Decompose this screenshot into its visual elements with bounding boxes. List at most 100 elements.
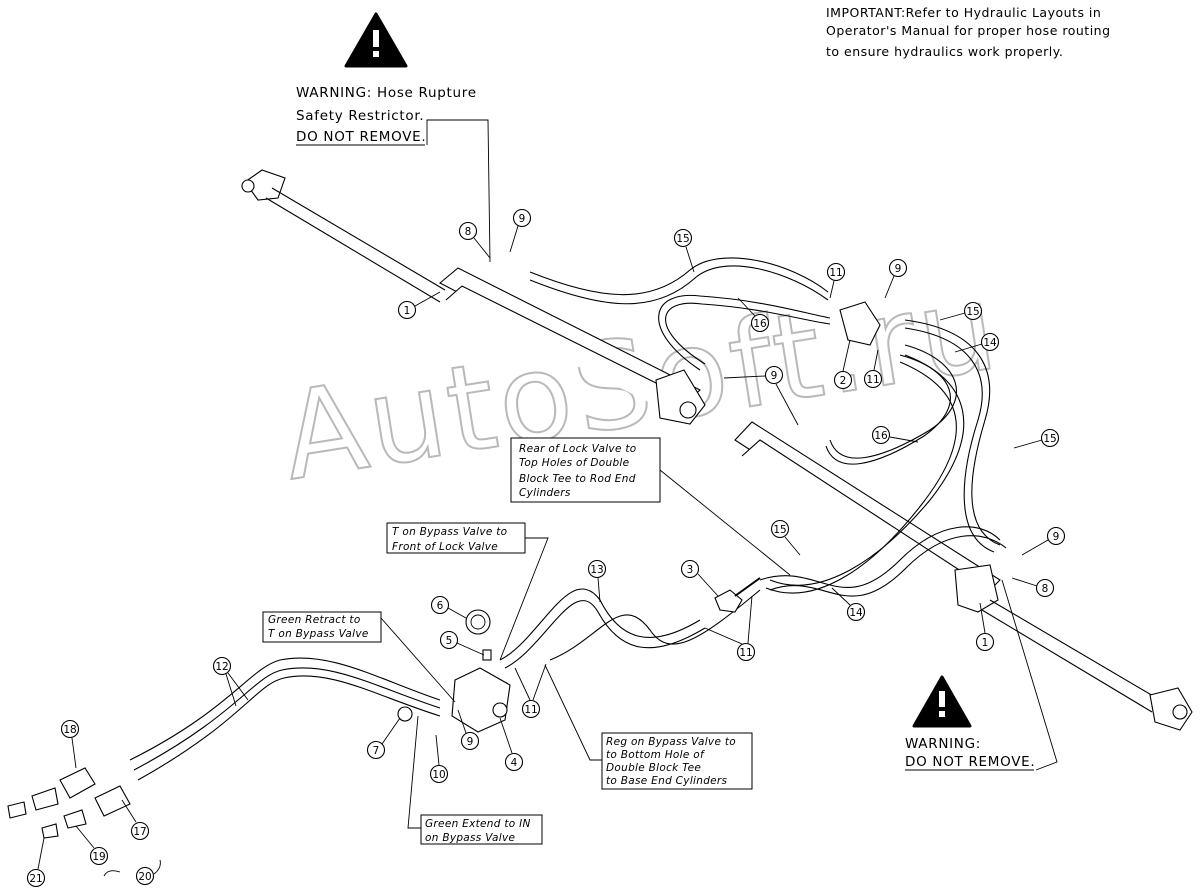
svg-text:3: 3	[687, 564, 694, 576]
warning-bottom-line-2: DO NOT REMOVE.	[905, 754, 1035, 770]
part-balloon: 11	[704, 595, 756, 662]
lock-valve	[714, 577, 761, 613]
svg-text:18: 18	[63, 724, 76, 736]
svg-text:9: 9	[895, 263, 902, 275]
part-balloon: 14	[954, 332, 1000, 353]
warning-bottom-line-1: WARNING:	[905, 736, 981, 752]
part-balloon: 4	[499, 717, 524, 772]
svg-text:11: 11	[524, 704, 537, 716]
warning-triangle-icon	[344, 12, 408, 68]
part-balloon: 9	[1021, 526, 1066, 556]
svg-text:12: 12	[215, 661, 228, 673]
callout-t-bypass: T on Bypass Valve to Front of Lock Valve	[386, 522, 549, 661]
part-balloon: 11	[863, 349, 883, 389]
svg-text:15: 15	[676, 233, 689, 245]
svg-text:13: 13	[590, 564, 603, 576]
reg-bypass-line-1: Reg on Bypass Valve to	[606, 736, 736, 748]
part-balloon: 11	[826, 262, 846, 299]
part-balloon: 12	[212, 656, 249, 707]
svg-text:9: 9	[519, 213, 526, 225]
part-balloon: 20	[103, 859, 161, 886]
part-balloon: 15	[673, 228, 695, 273]
svg-text:20: 20	[138, 871, 151, 883]
part-balloon: 11	[514, 663, 547, 719]
svg-text:16: 16	[753, 318, 767, 330]
part-balloon: 5	[439, 630, 485, 656]
svg-text:2: 2	[840, 375, 847, 387]
part-balloon: 21	[26, 837, 46, 888]
part-balloon: 16	[871, 425, 919, 445]
reg-bypass-line-2: to Bottom Hole of	[606, 749, 706, 761]
callout-green-retract: Green Retract to T on Bypass Valve	[262, 611, 456, 703]
reg-bypass-line-3: Double Block Tee	[606, 762, 701, 774]
part-balloon: 6	[430, 595, 467, 619]
t-bypass-line-2: Front of Lock Valve	[392, 541, 498, 553]
part-balloon: 8	[1011, 577, 1055, 598]
part-balloon: 3	[680, 559, 719, 597]
part-balloon: 15	[939, 301, 983, 321]
part-balloon: 15	[770, 519, 801, 556]
callout-green-extend: Green Extend to IN on Bypass Valve	[407, 715, 543, 845]
svg-text:4: 4	[511, 757, 518, 769]
part-balloon: 13	[587, 559, 607, 603]
warning-triangle-icon	[912, 675, 972, 728]
svg-text:6: 6	[437, 600, 444, 612]
bypass-valve	[397, 609, 511, 733]
svg-text:9: 9	[467, 736, 474, 748]
part-balloon: 15	[1013, 428, 1060, 449]
part-balloon: 10	[429, 734, 449, 784]
important-line-1: IMPORTANT:Refer to Hydraulic Layouts in	[826, 5, 1101, 20]
part-balloon: 16	[737, 297, 770, 333]
rear-lock-line-2: Top Holes of Double	[519, 457, 629, 469]
warning-top-line-2: Safety Restrictor.	[296, 108, 424, 124]
svg-text:21: 21	[29, 873, 42, 885]
callout-rear-lock-valve: Rear of Lock Valve to Top Holes of Doubl…	[510, 437, 791, 576]
rear-lock-line-1: Rear of Lock Valve to	[519, 443, 636, 455]
svg-text:17: 17	[133, 826, 146, 838]
cylinder-upper	[241, 169, 706, 425]
svg-text:9: 9	[771, 370, 778, 382]
svg-text:9: 9	[1053, 531, 1060, 543]
part-balloon: 19	[75, 825, 109, 866]
svg-text:7: 7	[373, 745, 380, 757]
svg-text:14: 14	[983, 337, 997, 349]
part-number-balloons: 1 1 2 3 4 5 6 7 8 8 9 9 9 9 9 10 11 11 1…	[26, 208, 1066, 888]
part-balloon: 14	[831, 587, 866, 622]
green-retract-line-2: T on Bypass Valve	[268, 628, 369, 640]
part-balloon: 18	[60, 719, 80, 769]
important-note: IMPORTANT:Refer to Hydraulic Layouts in …	[826, 5, 1111, 59]
part-balloon: 1	[975, 602, 995, 652]
hose-routing-lower	[129, 526, 1007, 781]
svg-text:19: 19	[92, 851, 105, 863]
warning-top: WARNING: Hose Rupture Safety Restrictor.…	[296, 12, 491, 263]
rear-lock-line-3: Block Tee to Rod End	[519, 473, 636, 485]
rear-lock-line-4: Cylinders	[519, 487, 571, 499]
svg-text:11: 11	[739, 647, 752, 659]
svg-text:16: 16	[874, 430, 888, 442]
svg-text:11: 11	[866, 374, 879, 386]
part-balloon: 1	[397, 291, 441, 320]
part-balloon: 9	[457, 709, 480, 751]
couplers	[7, 767, 131, 839]
svg-text:11: 11	[829, 267, 842, 279]
svg-text:5: 5	[446, 635, 453, 647]
svg-text:8: 8	[465, 226, 472, 238]
part-balloon: 17	[121, 799, 150, 841]
svg-text:15: 15	[966, 306, 979, 318]
svg-text:14: 14	[849, 607, 863, 619]
svg-text:1: 1	[982, 637, 989, 649]
important-line-2: Operator's Manual for proper hose routin…	[826, 23, 1111, 38]
part-balloon: 9	[509, 208, 532, 253]
svg-text:8: 8	[1042, 583, 1049, 595]
cylinder-lower	[734, 421, 1193, 731]
part-balloon: 2	[833, 339, 853, 390]
callout-reg-bypass: Reg on Bypass Valve to to Bottom Hole of…	[544, 664, 753, 790]
svg-text:15: 15	[1043, 433, 1056, 445]
part-balloon: 9	[723, 365, 799, 426]
t-bypass-line-1: T on Bypass Valve to	[392, 526, 507, 538]
green-extend-line-1: Green Extend to IN	[425, 818, 531, 830]
double-block-tee	[839, 301, 881, 346]
warning-top-line-1: WARNING: Hose Rupture	[296, 85, 477, 101]
part-balloon: 9	[884, 258, 908, 299]
